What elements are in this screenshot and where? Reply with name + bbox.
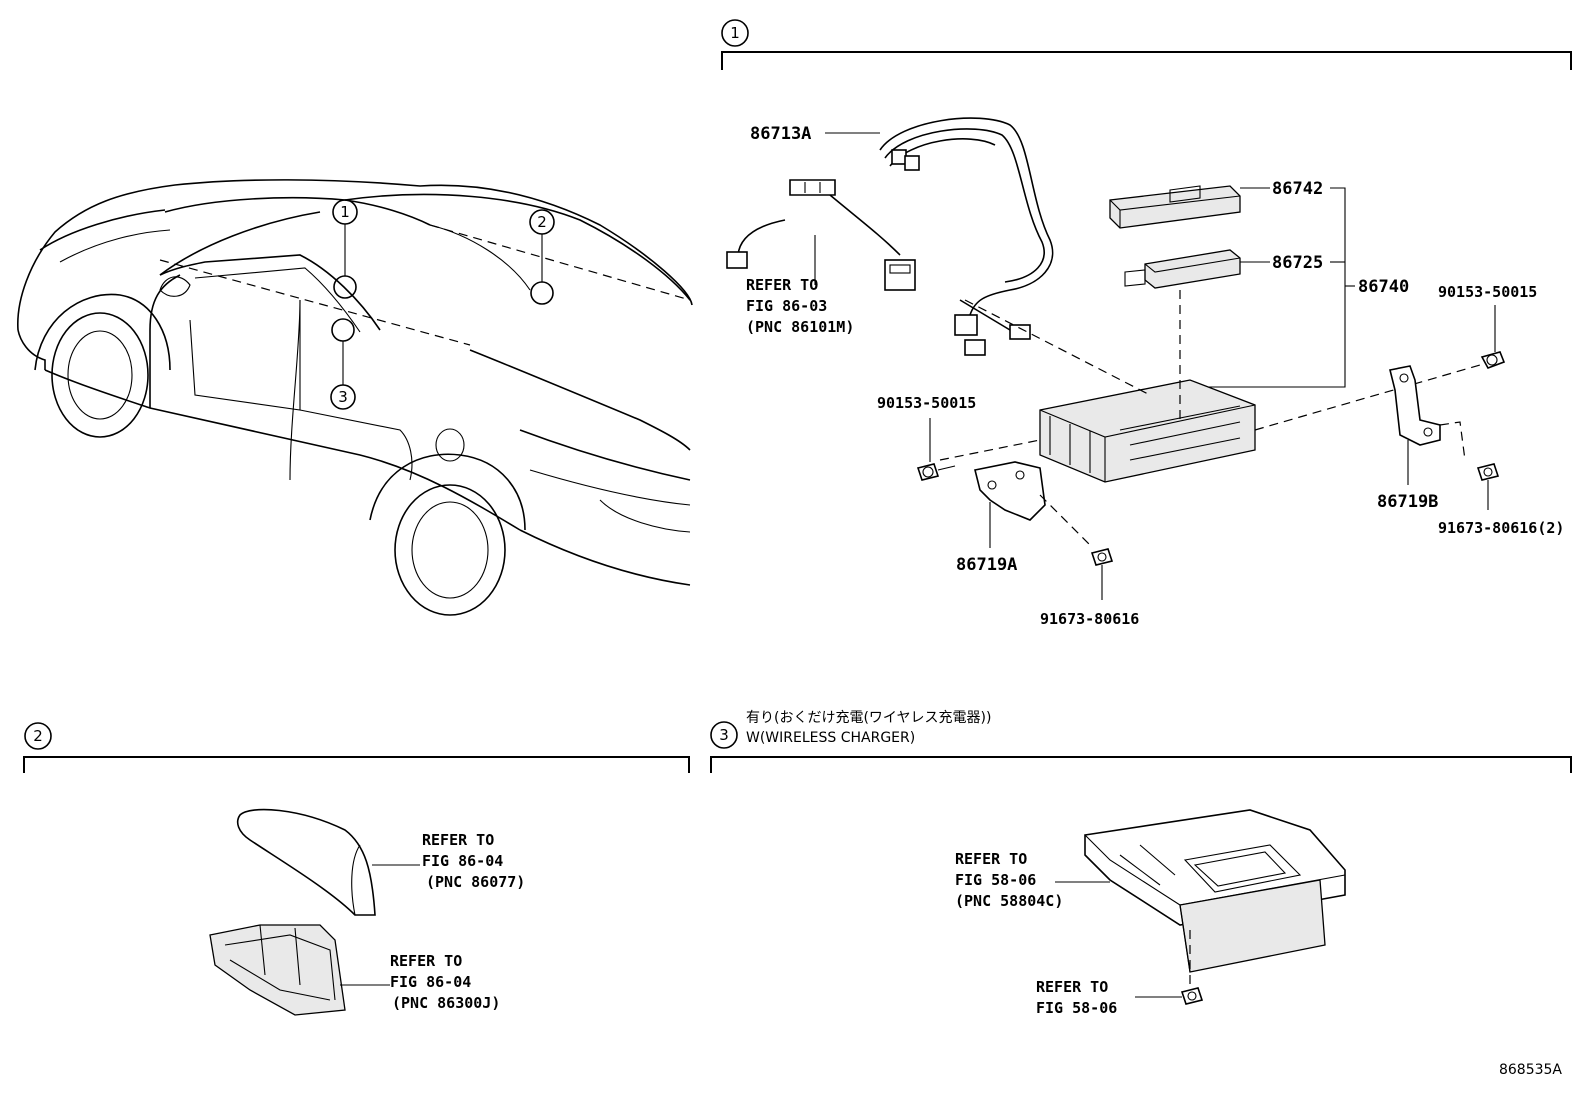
car-callout-3-label: 3 [338, 388, 348, 406]
label-86713a: 86713A [750, 124, 811, 144]
car-callout-2: 2 [529, 209, 555, 305]
label-86719a: 86719A [956, 555, 1017, 575]
antenna-base-refer-line3: (PNC 86300J) [392, 994, 500, 1012]
wireless-charger: REFER TO FIG 58-06 (PNC 58804C) [955, 809, 1346, 973]
section-3-bracket: 3 有り(おくだけ充電(ワイヤレス充電器)) W(WIRELESS CHARGE… [710, 710, 1572, 773]
refer-fig-86-03: REFER TO FIG 86-03 (PNC 86101M) [746, 235, 854, 336]
refer-86-03-line3: (PNC 86101M) [746, 318, 854, 336]
charger-bolt: REFER TO FIG 58-06 [1036, 930, 1204, 1017]
charger-bolt-refer-line1: REFER TO [1036, 978, 1108, 996]
label-86740: 86740 [1358, 277, 1409, 297]
car-callout-1-label: 1 [340, 203, 350, 221]
wire-harness-86713a: 86713A [726, 117, 1054, 356]
car-callout-3: 3 [330, 318, 356, 410]
label-86725: 86725 [1272, 253, 1323, 273]
label-86742: 86742 [1272, 179, 1323, 199]
charger-refer-line2: FIG 58-06 [955, 871, 1036, 889]
label-91673-80616-x2: 91673-80616(2) [1438, 519, 1564, 537]
section-3-marker: 3 [719, 726, 729, 744]
part-86742: 86742 [1109, 179, 1323, 229]
label-90153-50015-left: 90153-50015 [877, 394, 976, 412]
assembly-86740-bracket: 86740 [1205, 187, 1409, 388]
main-unit-86740 [939, 290, 1481, 483]
part-86725: 86725 [1124, 249, 1323, 289]
refer-86-03-line1: REFER TO [746, 276, 818, 294]
antenna-base-refer-line1: REFER TO [390, 952, 462, 970]
label-90153-50015-right: 90153-50015 [1438, 283, 1537, 301]
section-2-marker: 2 [33, 727, 43, 745]
screw-90153-50015-right: 90153-50015 [1438, 283, 1537, 369]
antenna-base: REFER TO FIG 86-04 (PNC 86300J) [209, 924, 500, 1016]
section-1-bracket: 1 [721, 19, 1572, 70]
bolt-91673-80616: 91673-80616 [1040, 548, 1139, 628]
car-callout-2-label: 2 [537, 213, 547, 231]
antenna-cover-refer-line3: (PNC 86077) [426, 873, 525, 891]
section-3-title-english: W(WIRELESS CHARGER) [746, 730, 915, 746]
charger-refer-line1: REFER TO [955, 850, 1027, 868]
charger-bolt-refer-line2: FIG 58-06 [1036, 999, 1117, 1017]
antenna-cover-refer-line2: FIG 86-04 [422, 852, 503, 870]
antenna-cover-refer-line1: REFER TO [422, 831, 494, 849]
label-91673-80616: 91673-80616 [1040, 610, 1139, 628]
label-86719b: 86719B [1377, 492, 1438, 512]
bracket-86719a: 86719A [956, 461, 1091, 575]
section-3-title-japanese: 有り(おくだけ充電(ワイヤレス充電器)) [746, 710, 991, 726]
diagram-code: 868535A [1499, 1062, 1562, 1078]
section-2-bracket: 2 [23, 722, 690, 773]
antenna-cover: REFER TO FIG 86-04 (PNC 86077) [236, 808, 525, 916]
car-callout-1: 1 [332, 199, 358, 299]
bracket-86719b: 86719B [1377, 365, 1466, 512]
car-illustration [17, 179, 693, 616]
section-1-marker: 1 [730, 24, 740, 42]
screw-90153-50015-left: 90153-50015 [877, 394, 976, 481]
refer-86-03-line2: FIG 86-03 [746, 297, 827, 315]
charger-refer-line3: (PNC 58804C) [955, 892, 1063, 910]
antenna-base-refer-line2: FIG 86-04 [390, 973, 471, 991]
bolt-91673-80616-x2: 91673-80616(2) [1438, 463, 1564, 537]
